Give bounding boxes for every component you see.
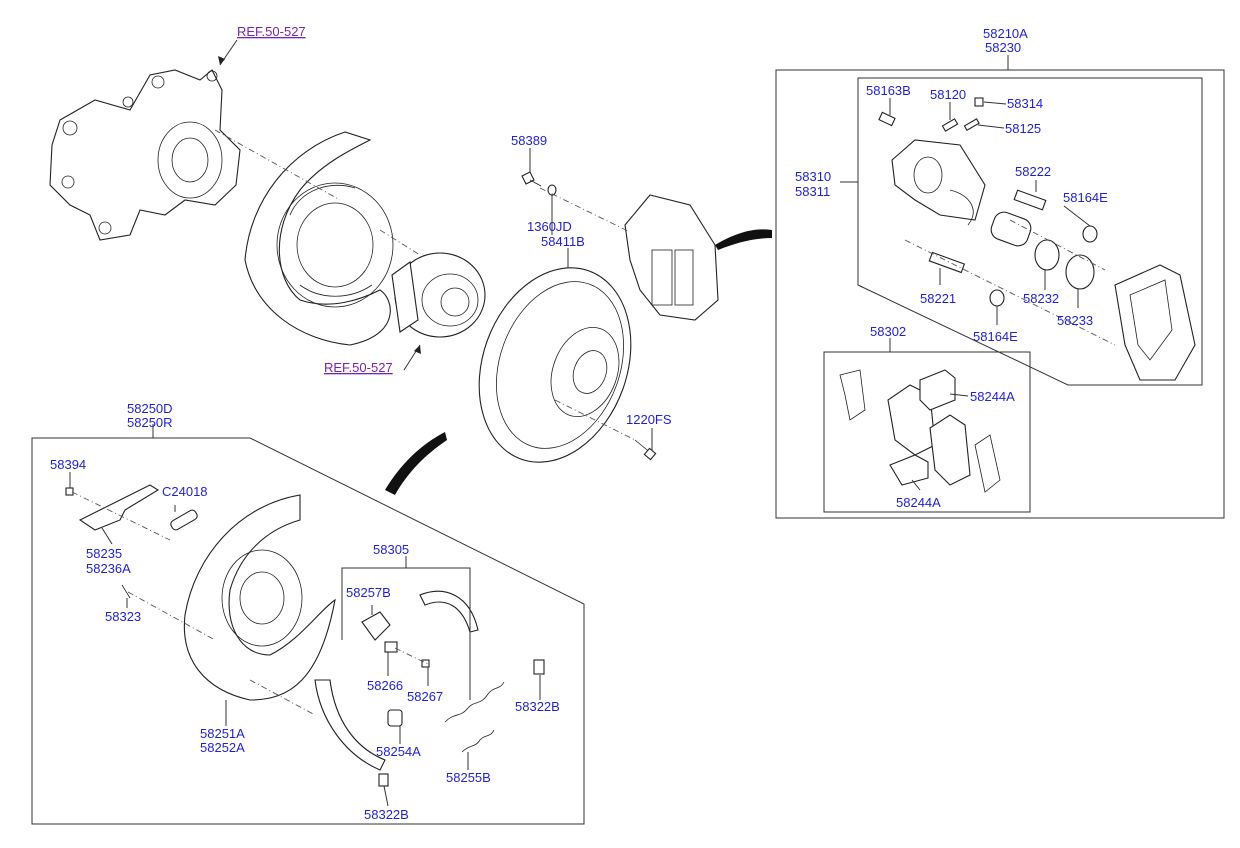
label-58257b[interactable]: 58257B (346, 585, 391, 600)
label-58323[interactable]: 58323 (105, 609, 141, 624)
parking-backing-plate-part[interactable] (183, 494, 336, 701)
backing-plate-part[interactable] (244, 131, 394, 346)
curved-arrow-to-parking-kit (385, 432, 447, 495)
boot-58164e-upper-part[interactable] (1082, 225, 1098, 243)
leader-lines (69, 39, 1091, 807)
label-c24018[interactable]: C24018 (162, 484, 208, 499)
label-1360jd[interactable]: 1360JD (527, 219, 572, 234)
pin-58266-part[interactable] (384, 641, 398, 653)
adjuster-58254a-part[interactable] (387, 709, 403, 727)
clip-58322b-upper-part[interactable] (533, 659, 545, 675)
label-58235[interactable]: 58235 (86, 546, 122, 561)
dust-boot-58233-part[interactable] (1065, 254, 1095, 290)
label-58250d[interactable]: 58250D (127, 401, 173, 416)
ref-link-mid[interactable]: REF.50-527 (324, 360, 393, 375)
bolt-58389-part[interactable] (521, 171, 542, 187)
label-58267[interactable]: 58267 (407, 689, 443, 704)
label-58236a[interactable]: 58236A (86, 561, 131, 576)
label-58120[interactable]: 58120 (930, 87, 966, 102)
pad-kit-box (823, 351, 1031, 513)
label-58221[interactable]: 58221 (920, 291, 956, 306)
piston-part[interactable] (988, 209, 1033, 248)
lever-58235-part[interactable] (78, 484, 160, 531)
guide-pin-58221-part[interactable] (928, 251, 966, 274)
label-58233[interactable]: 58233 (1057, 313, 1093, 328)
label-58222[interactable]: 58222 (1015, 164, 1051, 179)
knuckle-part[interactable] (49, 69, 241, 241)
label-58164e-upper[interactable]: 58164E (1063, 190, 1108, 205)
label-58311[interactable]: 58311 (795, 184, 830, 199)
adjuster-58257b-part[interactable] (361, 611, 391, 641)
bolt-1220fs-part[interactable] (634, 439, 657, 461)
pad-shim-58244a-upper-part[interactable] (919, 369, 956, 411)
brake-disc-part[interactable] (453, 246, 657, 483)
label-58250r[interactable]: 58250R (127, 415, 173, 430)
assembly-lines-caliper (904, 219, 1116, 346)
brake-shoe-lower-part[interactable] (314, 679, 386, 771)
curved-arrow-to-caliper-detail (715, 229, 772, 250)
label-58251a[interactable]: 58251A (200, 726, 245, 741)
label-58164e-lower[interactable]: 58164E (973, 329, 1018, 344)
pin-58267-part[interactable] (421, 659, 430, 668)
screw-58323-part[interactable] (121, 584, 131, 599)
brake-shoe-upper-part[interactable] (419, 590, 479, 633)
label-58163b[interactable]: 58163B (866, 83, 911, 98)
screw-58125-part[interactable] (963, 118, 980, 131)
label-58389[interactable]: 58389 (511, 133, 547, 148)
label-58255b[interactable]: 58255B (446, 770, 491, 785)
bolt-58163b-part[interactable] (878, 111, 896, 127)
assembly-lines-top (214, 129, 636, 441)
clip-58322b-lower-part[interactable] (378, 773, 389, 787)
label-58322b-lower[interactable]: 58322B (364, 807, 409, 822)
piston-seal-58232-part[interactable] (1034, 239, 1060, 271)
label-58210a[interactable]: 58210A (983, 26, 1028, 41)
clip-c24018-part[interactable] (169, 509, 198, 532)
boot-58164e-lower-part[interactable] (989, 289, 1005, 307)
caliper-part[interactable] (624, 194, 719, 321)
label-58266[interactable]: 58266 (367, 678, 403, 693)
label-58411b[interactable]: 58411B (541, 234, 585, 249)
caliper-body-part[interactable] (891, 139, 986, 226)
label-58310[interactable]: 58310 (795, 169, 831, 184)
bleeder-58120-part[interactable] (941, 118, 959, 132)
label-58244a-upper[interactable]: 58244A (970, 389, 1015, 404)
label-1220fs[interactable]: 1220FS (626, 412, 672, 427)
label-58394[interactable]: 58394 (50, 457, 86, 472)
cap-58314-part[interactable] (974, 97, 984, 107)
guide-pin-58222-part[interactable] (1013, 189, 1047, 211)
caliper-assembly-box (775, 69, 1225, 519)
ref-link-top[interactable]: REF.50-527 (237, 24, 306, 39)
bolt-58394-part[interactable] (65, 487, 74, 496)
label-58254a[interactable]: 58254A (376, 744, 421, 759)
label-58232[interactable]: 58232 (1023, 291, 1059, 306)
pad-shim-58244a-lower-part[interactable] (889, 454, 929, 486)
hub-bearing-part[interactable] (391, 252, 486, 338)
label-58305[interactable]: 58305 (373, 542, 409, 557)
label-58314[interactable]: 58314 (1007, 96, 1043, 111)
carrier-bracket-part[interactable] (1114, 264, 1196, 381)
label-58302[interactable]: 58302 (870, 324, 906, 339)
parking-brake-box (31, 437, 585, 825)
assembly-lines-parking (71, 491, 431, 716)
label-58252a[interactable]: 58252A (200, 740, 245, 755)
label-58125[interactable]: 58125 (1005, 121, 1041, 136)
label-58244a-lower[interactable]: 58244A (896, 495, 941, 510)
label-58230[interactable]: 58230 (985, 40, 1021, 55)
spring-58255b-part[interactable] (444, 681, 505, 753)
label-58322b-upper[interactable]: 58322B (515, 699, 560, 714)
